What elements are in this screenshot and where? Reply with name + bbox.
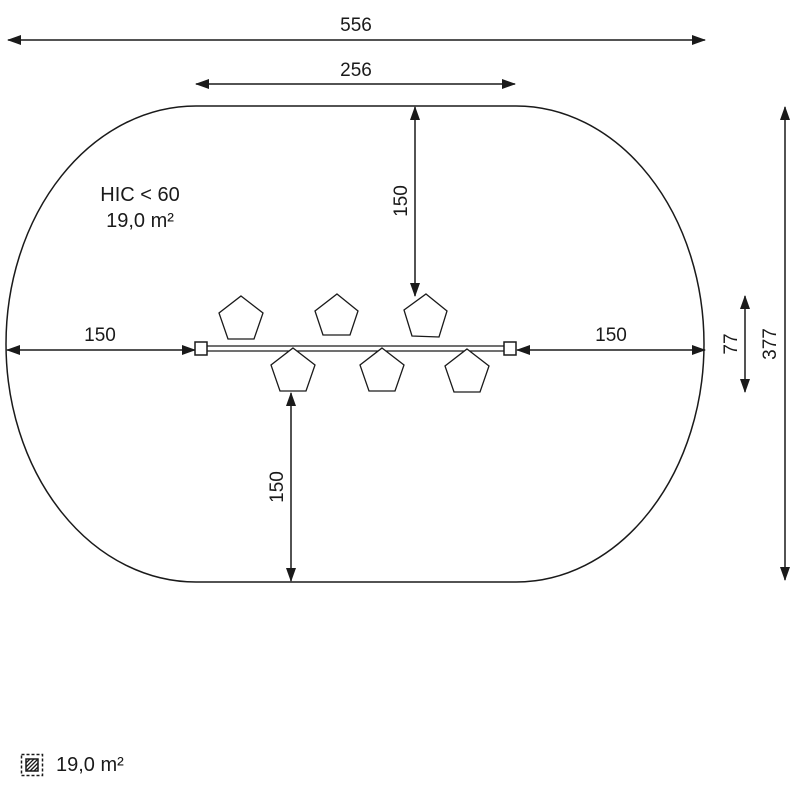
stepping-stones xyxy=(218,293,490,393)
hic-label: HIC < 60 xyxy=(100,184,179,206)
area-label: 19,0 m² xyxy=(106,210,174,232)
stepping-stone-4 xyxy=(359,347,405,392)
dim-total-width-label: 556 xyxy=(340,15,372,36)
stepping-stone-3 xyxy=(314,293,359,336)
footer-area-text: 19,0 m² xyxy=(56,753,124,776)
dim-total-depth-label: 377 xyxy=(760,328,781,360)
dim-right-clearance-label: 150 xyxy=(595,325,627,346)
balance-rope-equipment xyxy=(194,341,517,356)
stepping-stone-5 xyxy=(403,293,448,338)
dim-top-clearance-label: 150 xyxy=(391,185,412,217)
dim-left-clearance-label: 150 xyxy=(84,325,116,346)
dim-bottom-clearance-label: 150 xyxy=(267,471,288,503)
dim-equipment-depth-label: 77 xyxy=(721,333,742,354)
post-right xyxy=(503,341,517,356)
stepping-stone-6 xyxy=(444,348,490,393)
footer-area-legend: 19,0 m² xyxy=(20,753,124,777)
safety-area-icon xyxy=(20,753,44,777)
stepping-stone-2 xyxy=(270,347,316,392)
post-left xyxy=(194,341,208,356)
dim-inner-width-label: 256 xyxy=(340,60,372,81)
safety-area-outline xyxy=(5,105,705,583)
stepping-stone-1 xyxy=(218,295,264,340)
